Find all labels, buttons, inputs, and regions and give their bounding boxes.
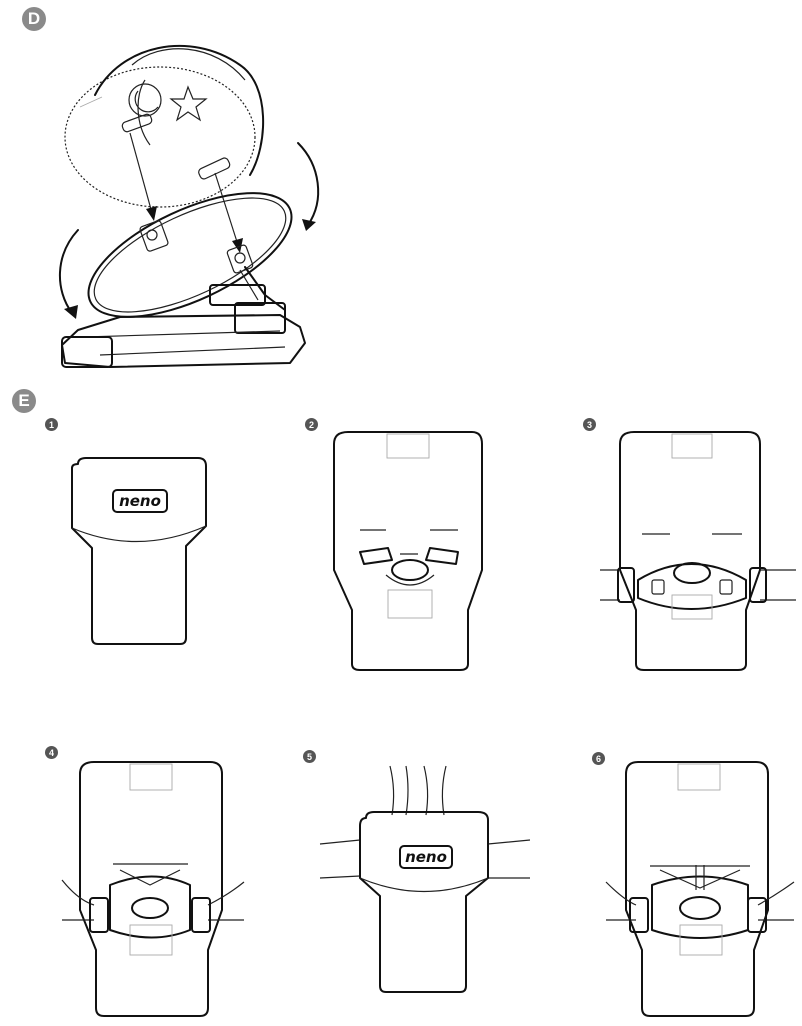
arrow-down-icon: [129, 132, 243, 253]
section-e-badge: E: [12, 389, 36, 413]
step-1-badge: 1: [45, 418, 58, 431]
section-d-badge: D: [22, 7, 46, 31]
step-6-seat-back: [605, 761, 795, 1017]
step-5-seat-cover: neno: [319, 765, 531, 993]
step-3-seat-back: [600, 431, 796, 671]
neno-logo-step-5: neno: [405, 848, 447, 866]
canopy-hood: [64, 44, 265, 208]
neno-logo-step-1: neno: [119, 492, 161, 510]
step-2-seat-back: [333, 431, 483, 671]
step-5-badge: 5: [303, 750, 316, 763]
step-3-badge: 3: [583, 418, 596, 431]
step-4-badge: 4: [45, 746, 58, 759]
bouncer-assembly-illustration: [59, 44, 320, 368]
starfish-icon: [169, 85, 208, 122]
moon-icon: [134, 90, 159, 113]
step-2-badge: 2: [305, 418, 318, 431]
step-1-seat-cover: neno: [71, 457, 207, 645]
step-6-badge: 6: [592, 752, 605, 765]
bouncer-base: [61, 284, 306, 368]
arrow-curved-icon: [59, 142, 320, 319]
step-4-seat-back: [61, 761, 245, 1017]
